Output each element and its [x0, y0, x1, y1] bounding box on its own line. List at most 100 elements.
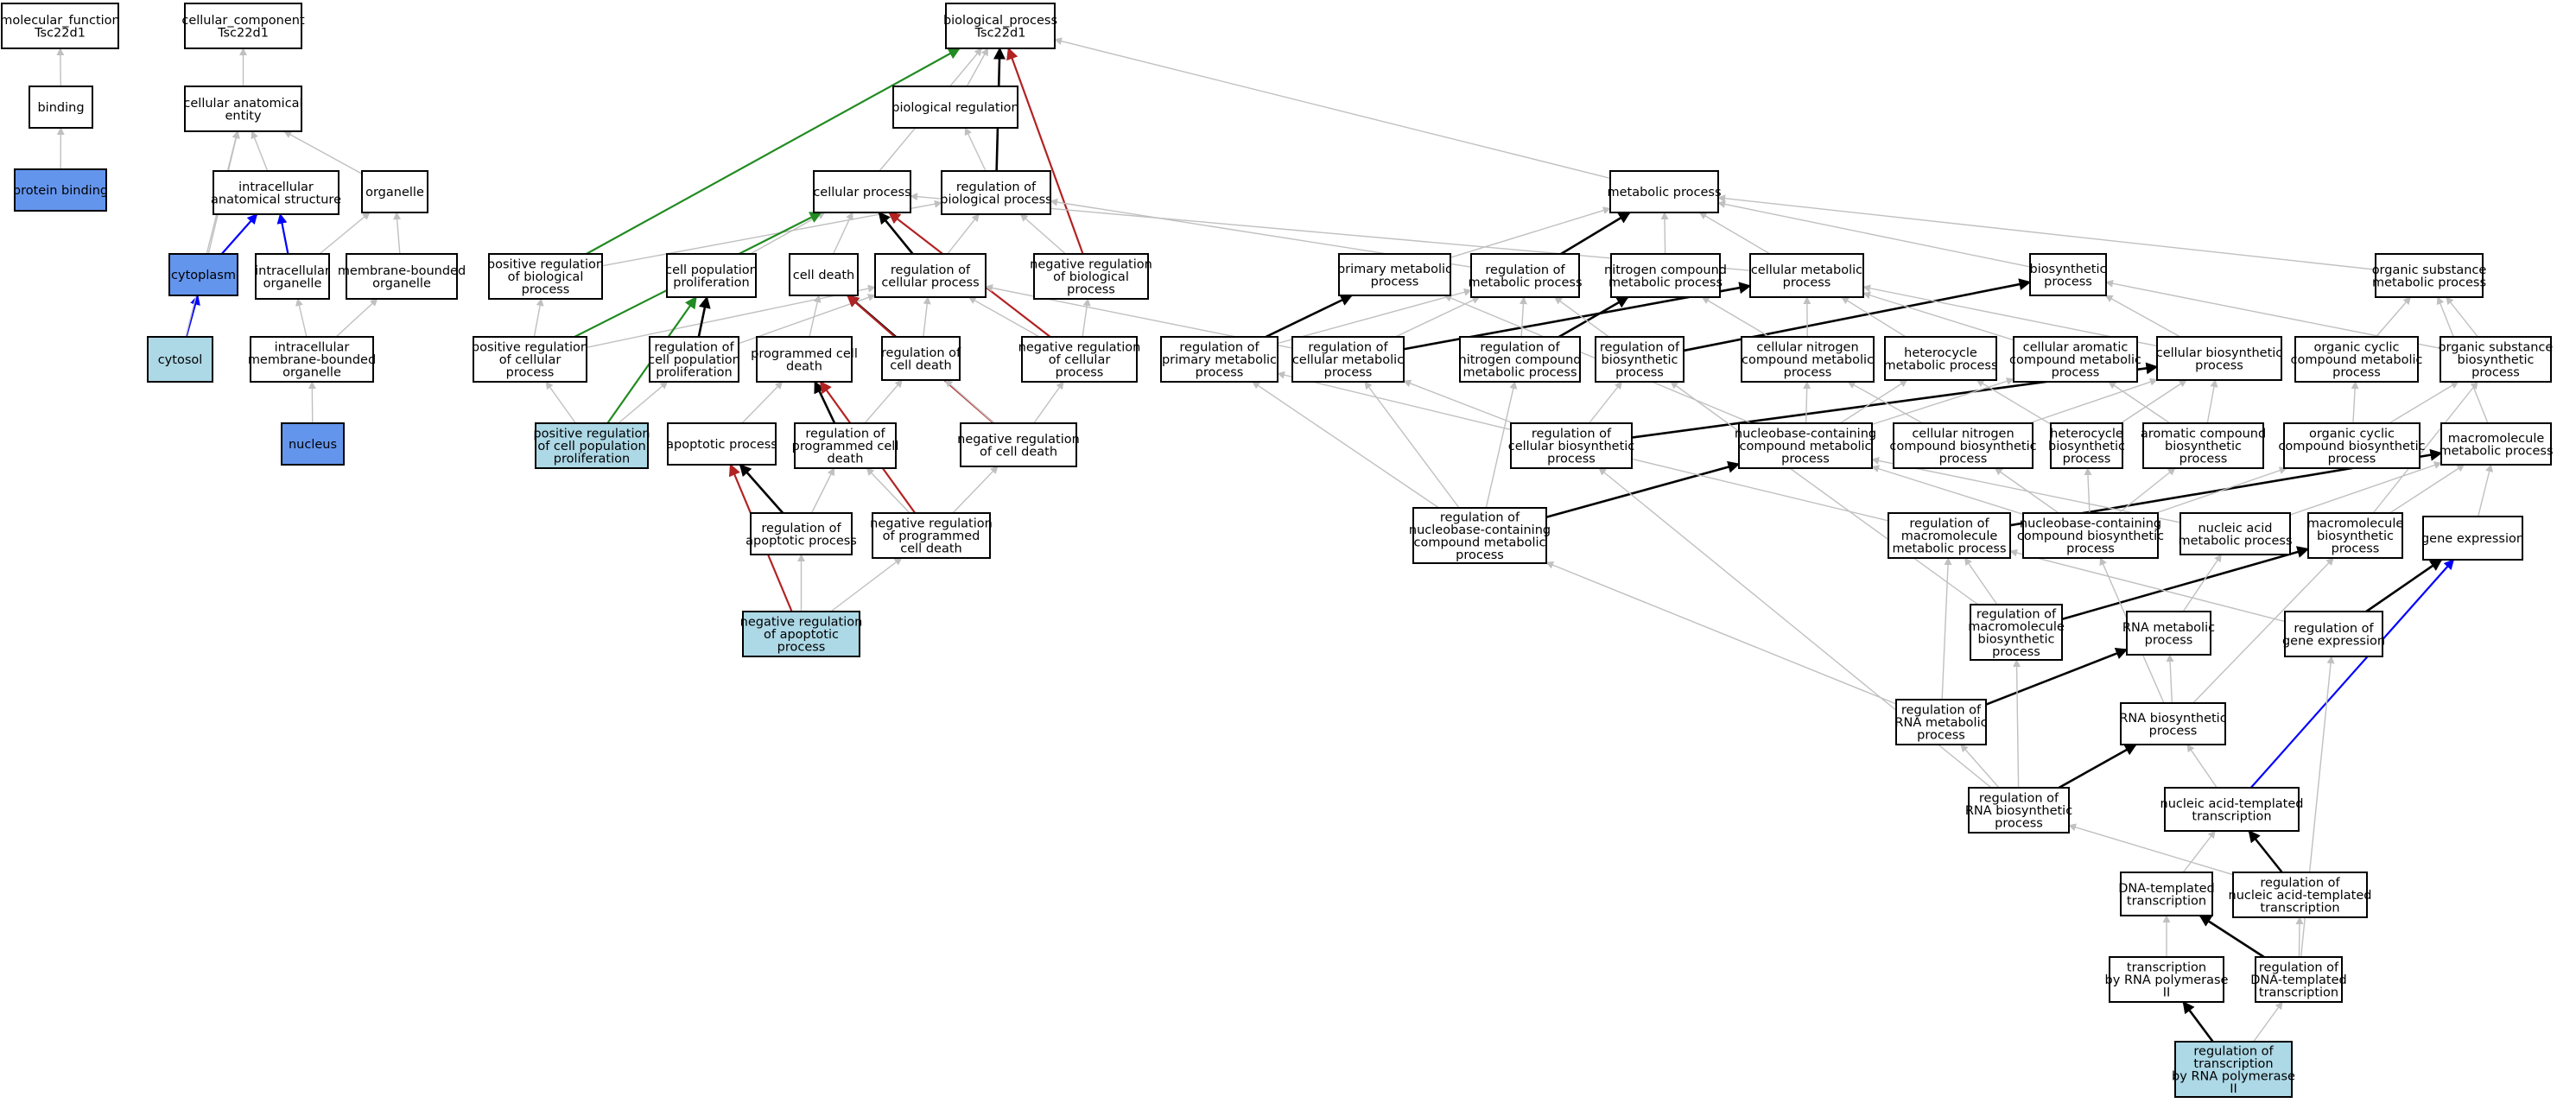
- go-term-node[interactable]: cytosol: [147, 336, 213, 383]
- go-term-label: entity: [225, 109, 262, 123]
- go-term-node[interactable]: cellular process: [813, 170, 911, 213]
- go-term-node[interactable]: metabolic process: [1607, 170, 1722, 213]
- edge-part-of: [2249, 559, 2455, 789]
- go-term-node[interactable]: biological regulation: [891, 86, 1019, 129]
- go-term-node[interactable]: apoptotic process: [666, 422, 777, 466]
- go-term-label: compound metabolic: [2291, 353, 2423, 367]
- go-term-box: [2440, 336, 2552, 383]
- edge-is-a: [809, 295, 822, 338]
- edge-is-a: [1485, 381, 1518, 509]
- edge-is-a: [295, 298, 308, 338]
- go-term-label: regulation of: [761, 522, 841, 536]
- go-term-box: [184, 86, 302, 132]
- go-term-box: [1610, 253, 1721, 298]
- go-term-node[interactable]: cell death: [789, 253, 859, 296]
- go-term-label: metabolic process: [1883, 358, 1997, 372]
- go-term-label: organic cyclic: [2313, 341, 2399, 355]
- go-term-label: cytoplasm: [171, 269, 236, 282]
- go-term-label: negative regulation: [740, 616, 863, 630]
- go-term-node[interactable]: gene expression: [2421, 516, 2524, 561]
- go-term-box: [1741, 336, 1875, 383]
- go-term-node[interactable]: protein binding: [13, 168, 108, 212]
- go-term-node[interactable]: binding: [29, 86, 93, 129]
- go-term-box: [1033, 253, 1149, 300]
- go-term-box: [1, 3, 119, 49]
- go-term-node[interactable]: nucleus: [281, 422, 345, 466]
- edge-is-a: [2068, 823, 2234, 876]
- go-term-node[interactable]: regulation ofnucleobase-containingcompou…: [1409, 507, 1551, 564]
- go-term-label: regulation of: [2193, 1044, 2274, 1058]
- go-term-box: [1510, 422, 1633, 469]
- go-term-node[interactable]: cytoplasm: [168, 253, 238, 296]
- go-term-label: regulation of: [891, 263, 971, 277]
- go-term-node[interactable]: organelle: [361, 170, 428, 213]
- go-term-label: regulation of: [2294, 622, 2374, 636]
- go-term-box: [666, 253, 757, 298]
- go-term-node[interactable]: regulation ofmacromoleculebiosyntheticpr…: [1968, 604, 2065, 661]
- go-term-label: protein binding: [13, 184, 108, 198]
